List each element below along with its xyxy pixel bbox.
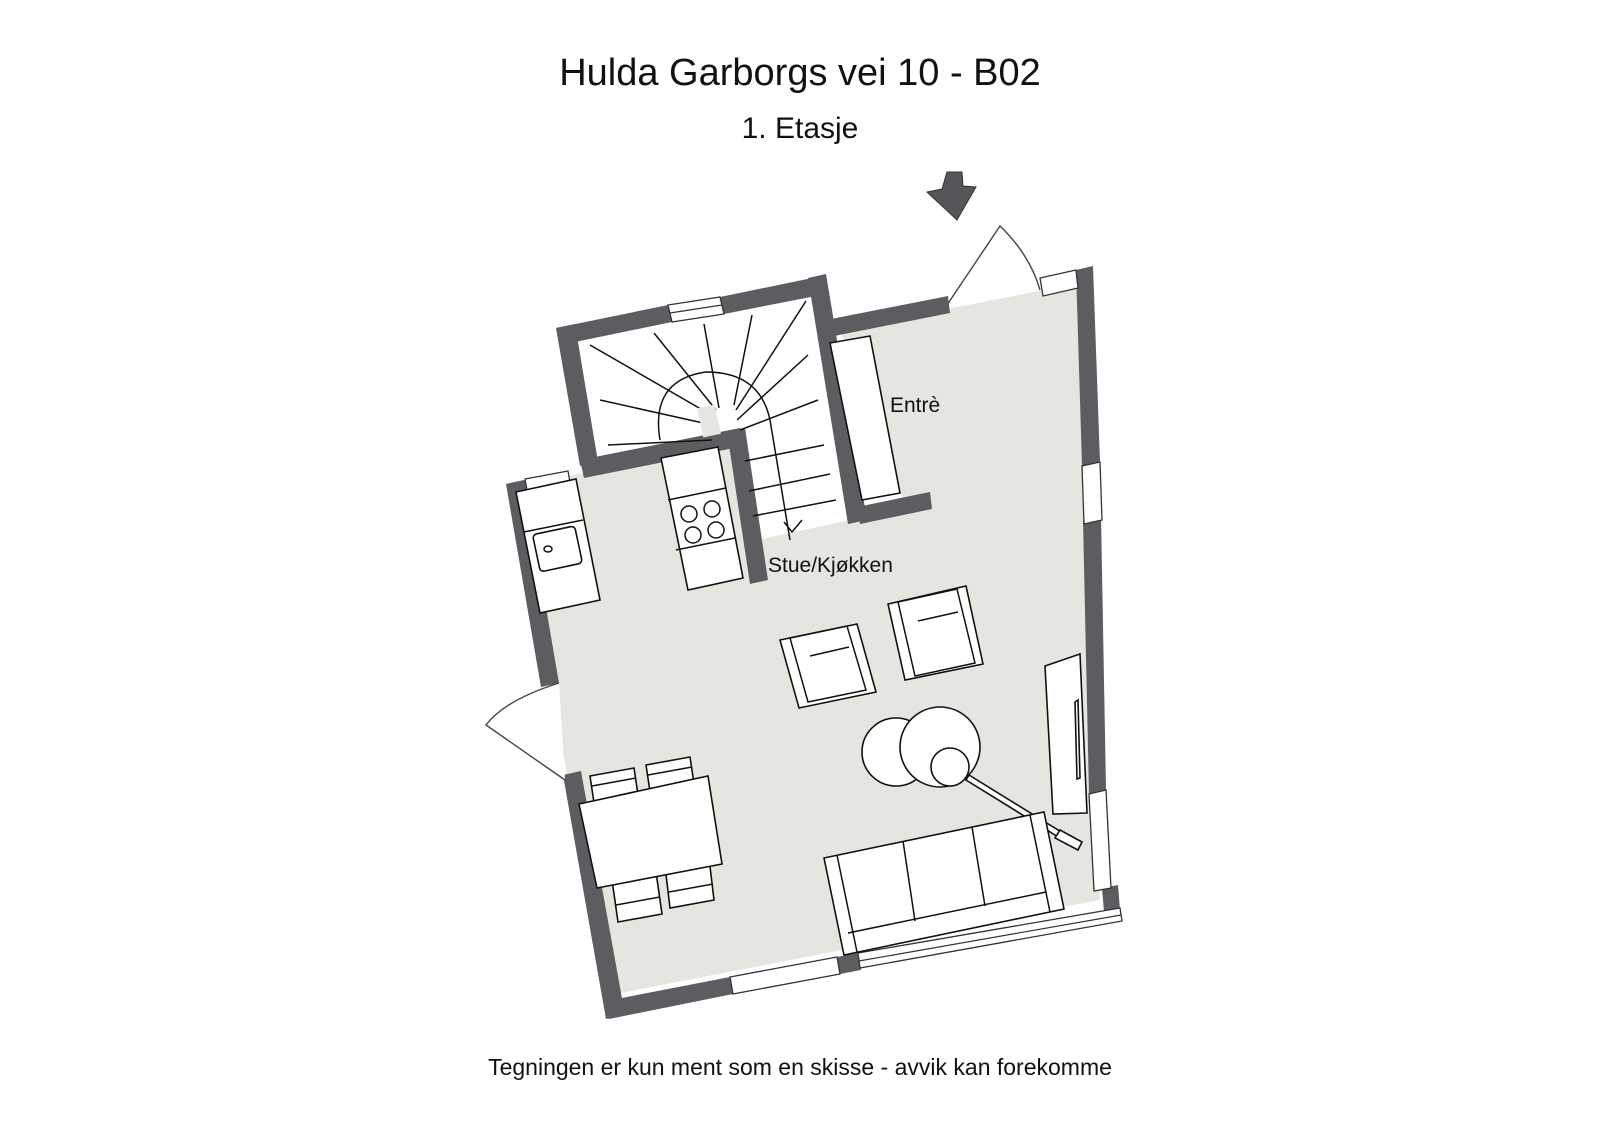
floor-subtitle: 1. Etasje xyxy=(741,112,859,145)
entrance-arrow-icon xyxy=(925,171,977,221)
terrace-door xyxy=(485,682,566,781)
dining-set xyxy=(578,756,723,923)
dining-table xyxy=(578,775,723,889)
spiral-stair-icon xyxy=(589,300,837,541)
sofa xyxy=(823,811,1065,956)
entry-wardrobe xyxy=(829,335,901,501)
sink-icon xyxy=(532,525,583,573)
armchair xyxy=(778,623,878,709)
room-label-stue-kjokken: Stue/Kjøkken xyxy=(768,554,893,577)
kitchen-counter-right xyxy=(660,446,744,591)
kitchen-counter-left xyxy=(515,478,601,614)
plan-title: Hulda Garborgs vei 10 - B02 xyxy=(559,52,1041,94)
room-label-entre: Entrè xyxy=(890,394,940,417)
floor-lamp xyxy=(930,747,970,787)
disclaimer-text: Tegningen er kun ment som en skisse - av… xyxy=(488,1054,1112,1080)
entrance-door xyxy=(946,224,1041,306)
stove-icon xyxy=(680,500,725,544)
tv-bench xyxy=(1044,652,1088,815)
armchair xyxy=(887,585,984,681)
